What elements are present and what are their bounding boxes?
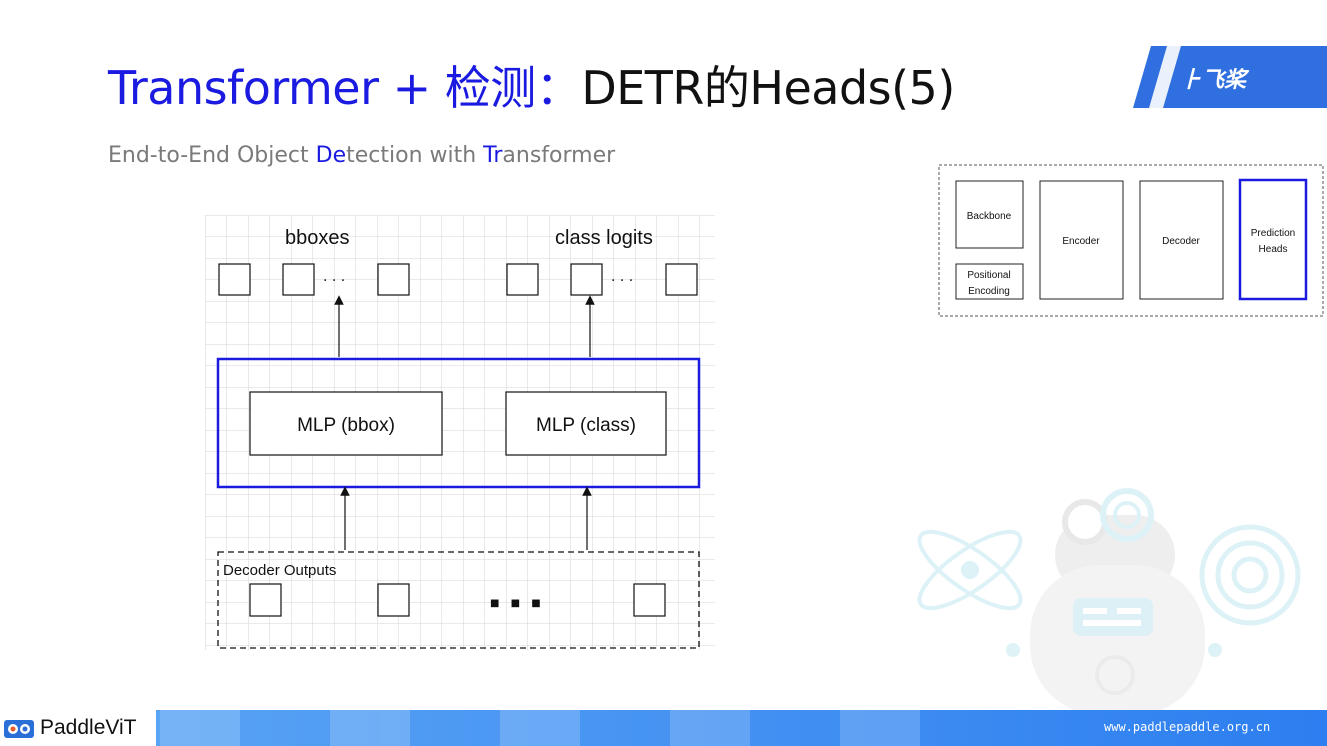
bbox-output-box (282, 263, 315, 296)
mlp-bbox-box (249, 391, 443, 456)
mlp-class-label: MLP (class) (536, 415, 636, 436)
bbox-output-box (377, 263, 410, 296)
prediction-heads-box (1238, 178, 1308, 301)
paddlevit-logo-icon (4, 720, 34, 738)
mlp-bbox-label: MLP (bbox) (297, 415, 395, 436)
subtitle-highlight: Tr (483, 143, 503, 168)
footer-url: www.paddlepaddle.org.cn (1104, 720, 1271, 734)
title-suffix: DETR的Heads(5) (581, 61, 955, 115)
prediction-label-1: Prediction (1251, 228, 1295, 239)
decoder-label: Decoder (1162, 236, 1200, 247)
subtitle-part: tection with (346, 143, 484, 168)
encoder-box (1039, 180, 1124, 300)
class-output-box (665, 263, 698, 296)
decoder-output-box (377, 583, 410, 617)
backbone-label: Backbone (967, 211, 1012, 222)
footer-brand-name: PaddleViT (40, 716, 137, 739)
footer-brand: PaddleViT (4, 712, 137, 744)
detr-heads-diagram: bboxes class logits · · · · · · MLP (bbo… (205, 215, 715, 650)
prediction-label-2: Heads (1259, 244, 1288, 255)
brand-logo-text: 飞桨 (1202, 68, 1247, 93)
positional-label-1: Positional (967, 270, 1010, 281)
footer-bar (0, 710, 1327, 746)
page-title: Transformer + 检测：DETR的Heads(5) (108, 52, 955, 118)
backbone-box (955, 180, 1024, 249)
bbox-output-box (218, 263, 251, 296)
subtitle: End-to-End Object Detection with Transfo… (108, 143, 615, 168)
class-logits-label: class logits (555, 227, 653, 249)
ellipsis: ■ ■ ■ (490, 598, 545, 609)
subtitle-part: ansformer (502, 143, 616, 168)
decoder-outputs-box (217, 551, 700, 649)
positional-label-2: Encoding (968, 286, 1010, 297)
brand-badge (1133, 46, 1327, 108)
ellipsis: · · · (611, 273, 633, 289)
detr-overview-diagram: Backbone Positional Encoding Encoder Dec… (938, 164, 1324, 317)
brand-logo: ⺊飞桨 (1180, 62, 1246, 94)
mlp-class-box (505, 391, 667, 456)
encoder-label: Encoder (1062, 236, 1100, 247)
paddle-logo-icon: ⺊ (1180, 68, 1203, 93)
decoder-box (1139, 180, 1224, 300)
robot-illustration (917, 488, 1301, 710)
class-output-box (570, 263, 603, 296)
subtitle-part: End-to-End Object (108, 143, 316, 168)
decoder-output-box (249, 583, 282, 617)
positional-encoding-box (955, 263, 1024, 300)
class-output-box (506, 263, 539, 296)
decoder-output-box (633, 583, 666, 617)
prediction-heads-box (216, 357, 701, 489)
ellipsis: · · · (323, 273, 345, 289)
title-prefix: Transformer + 检测： (108, 61, 582, 115)
bboxes-label: bboxes (285, 227, 350, 249)
subtitle-highlight: De (315, 143, 347, 168)
decoder-outputs-label: Decoder Outputs (223, 562, 336, 579)
